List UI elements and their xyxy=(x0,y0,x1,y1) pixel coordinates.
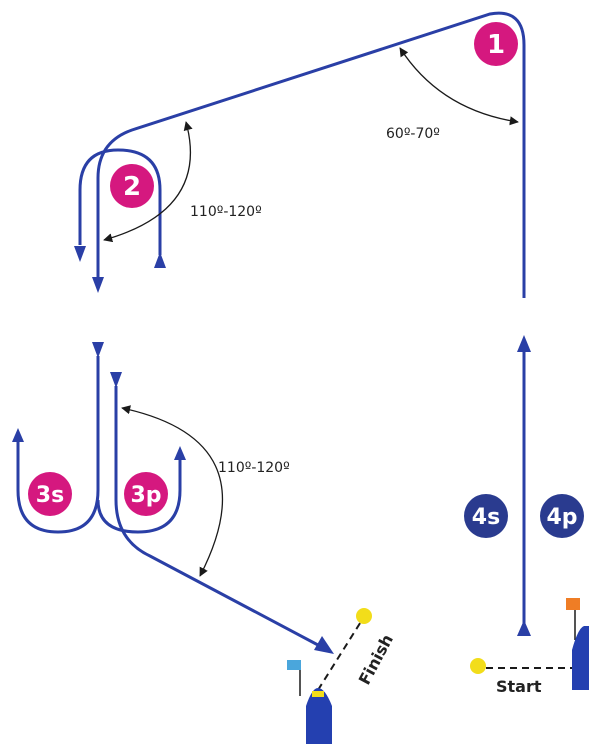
mark-4s-label: 4s xyxy=(472,505,500,530)
orange-flag-icon xyxy=(566,598,580,610)
arrowhead-up xyxy=(517,620,531,636)
finish-committee-boat xyxy=(287,660,332,744)
finish-buoy xyxy=(356,608,372,624)
angle-label-mark-3: 110º-120º xyxy=(218,460,290,476)
mark-1-label: 1 xyxy=(487,30,505,60)
finish-line xyxy=(317,619,363,691)
start-committee-boat xyxy=(566,598,589,690)
boat-hull-icon xyxy=(306,688,332,744)
mark-4p: 4p xyxy=(540,494,584,538)
arrowhead-up xyxy=(174,446,186,460)
arrowhead-down xyxy=(92,277,104,293)
angle-label-mark-1: 60º-70º xyxy=(386,126,440,142)
angle-arc-mark-3 xyxy=(121,405,223,577)
boat-marker xyxy=(312,691,324,697)
gate-3s-rounding-loop xyxy=(16,356,100,534)
angle-label-mark-2: 110º-120º xyxy=(190,204,262,220)
start-label: Start xyxy=(496,677,542,696)
start-buoy xyxy=(470,658,486,674)
mark-2-label: 2 xyxy=(123,172,141,202)
mark-3p-label: 3p xyxy=(130,483,161,508)
mark-3p: 3p xyxy=(124,472,168,516)
angle-arc-mark-2 xyxy=(103,121,193,243)
arrowhead-finish xyxy=(314,636,334,654)
boat-hull-icon xyxy=(572,626,589,690)
mark-1: 1 xyxy=(474,22,518,66)
angle-arc-mark-1 xyxy=(399,47,519,126)
arrowhead-up xyxy=(154,252,166,268)
mark-4p-label: 4p xyxy=(546,505,577,530)
mark-3s-label: 3s xyxy=(36,483,64,508)
arrowhead-up xyxy=(517,335,531,352)
mark-4s: 4s xyxy=(464,494,508,538)
arrowhead-down xyxy=(74,246,86,262)
mark-3s: 3s xyxy=(28,472,72,516)
course-leg-to-mark-1 xyxy=(96,11,526,298)
arrowhead-up xyxy=(12,428,24,442)
arrowhead-down xyxy=(92,342,104,358)
arrowhead-down xyxy=(110,372,122,388)
finish-label: Finish xyxy=(355,631,397,688)
blue-flag-icon xyxy=(287,660,301,670)
mark-2: 2 xyxy=(110,164,154,208)
